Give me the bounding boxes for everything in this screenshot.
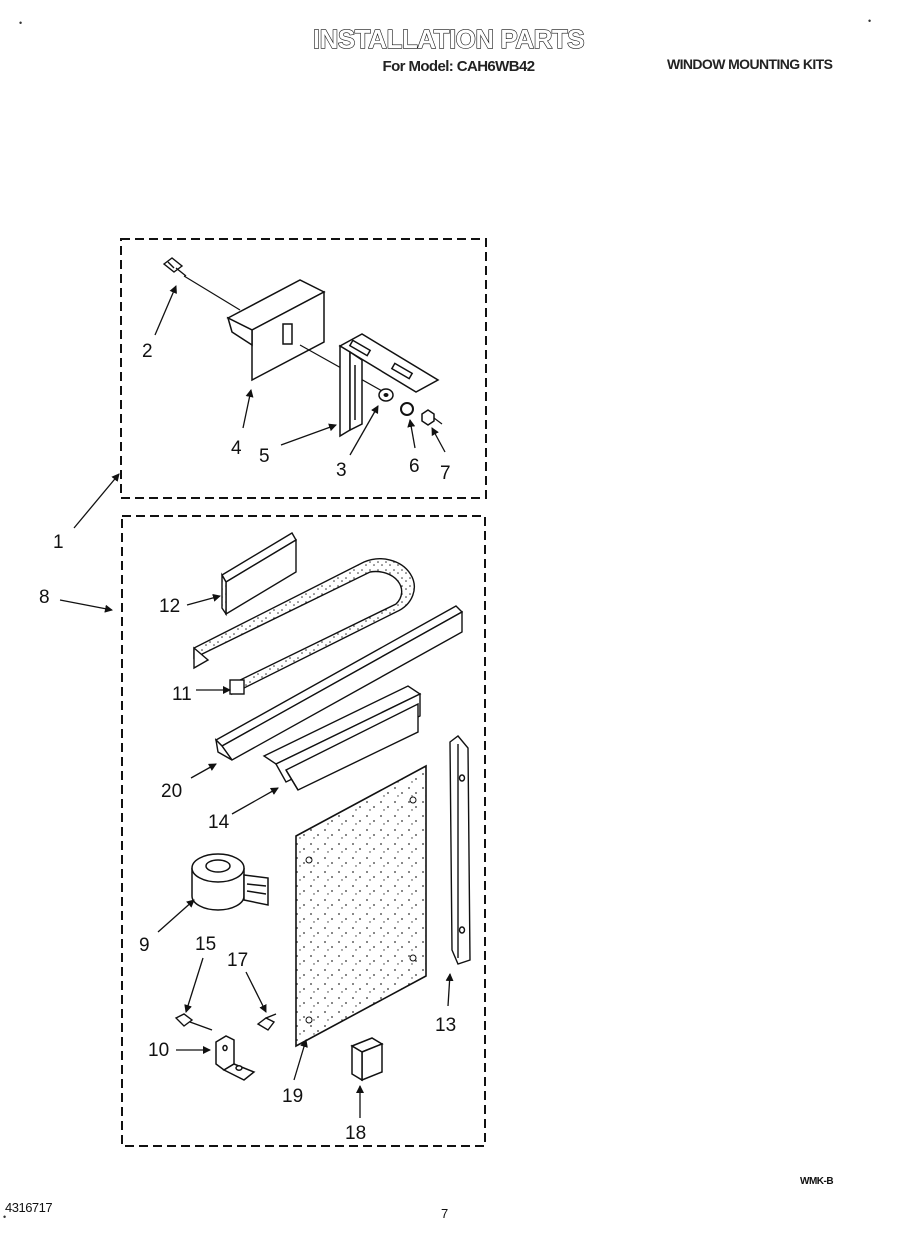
diagram-code: WMK-B xyxy=(800,1176,834,1187)
callout-label: 4 xyxy=(231,438,242,459)
callout-label: 11 xyxy=(172,684,192,705)
screw-part-15 xyxy=(174,1013,213,1031)
callout-label: 15 xyxy=(195,934,216,955)
page-number: 7 xyxy=(441,1206,449,1221)
bracket-part-4 xyxy=(226,279,326,382)
callout-label: 5 xyxy=(259,446,270,467)
callout-label: 20 xyxy=(161,781,182,802)
callout-label: 19 xyxy=(282,1086,303,1107)
angle-bracket-part-5 xyxy=(338,333,440,438)
callout-label: 14 xyxy=(208,812,230,833)
kit-box-lower xyxy=(121,515,486,1147)
screw-part-2 xyxy=(162,257,187,277)
rail-part-14 xyxy=(262,685,422,791)
callout-label: 7 xyxy=(440,463,451,484)
tape-roll-part-9 xyxy=(191,853,269,911)
screw-part-17 xyxy=(256,1013,277,1031)
kit-box-upper xyxy=(120,238,487,499)
bracket-part-10 xyxy=(215,1035,256,1081)
section-title: WINDOW MOUNTING KITS xyxy=(667,56,833,72)
document-number: 4316717 xyxy=(5,1200,53,1215)
callout-label: 9 xyxy=(139,935,150,956)
registration-mark: • xyxy=(19,18,23,28)
callout-label: 3 xyxy=(336,460,347,481)
foam-block-part-12 xyxy=(221,532,297,617)
side-strip-part-13 xyxy=(449,735,471,965)
callout-label: 18 xyxy=(345,1123,366,1144)
lockwasher-part-6 xyxy=(400,402,414,416)
callout-label: 13 xyxy=(435,1015,456,1036)
channel-part-20 xyxy=(214,605,464,761)
callout-label: 17 xyxy=(227,950,248,971)
callout-label: 2 xyxy=(142,341,153,362)
nut-part-7 xyxy=(421,409,435,426)
callout-label: 10 xyxy=(148,1040,169,1061)
page-title: INSTALLATION PARTS xyxy=(312,23,585,54)
callout-label: 12 xyxy=(159,596,180,617)
callout-label: 1 xyxy=(53,532,64,553)
model-subtitle: For Model: CAH6WB42 xyxy=(382,58,536,75)
block-part-18 xyxy=(350,1037,384,1082)
registration-mark: • xyxy=(868,16,872,26)
registration-mark: • xyxy=(3,1212,7,1222)
panel-part-19 xyxy=(295,764,427,1048)
callout-label: 6 xyxy=(409,456,420,477)
callout-label: 8 xyxy=(39,587,50,608)
